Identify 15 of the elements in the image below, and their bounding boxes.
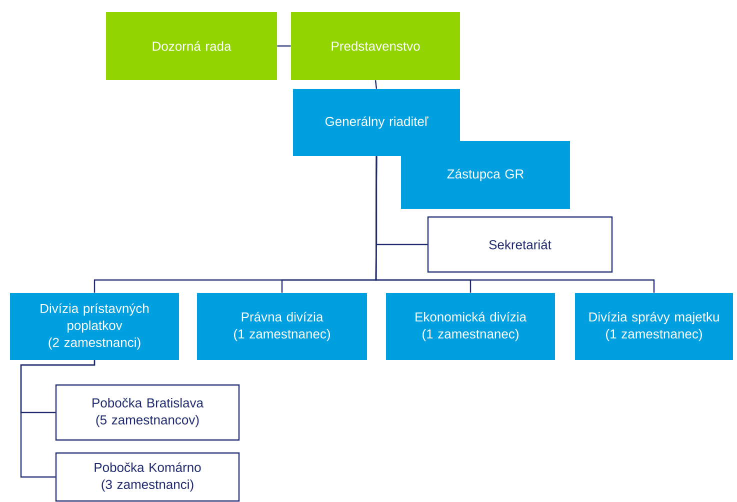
office-box: Sekretariát [427, 216, 613, 273]
connector-line [277, 45, 291, 47]
branch-box: Pobočka Bratislava (5 zamestnancov) [55, 384, 240, 441]
connector-line [374, 80, 378, 89]
director-box: Generálny riaditeľ [293, 88, 460, 156]
connector-line [375, 156, 655, 293]
division-box: Divízia prístavných poplatkov (2 zamestnanci) [10, 292, 179, 360]
division-box: Divízia správy majetku (1 zamestnanec) [575, 292, 733, 360]
division-box: Právna divízia (1 zamestnanec) [197, 292, 367, 360]
board-box: Predstavenstvo [291, 12, 460, 80]
branch-box: Pobočka Komárno (3 zamestnanci) [55, 452, 240, 502]
board-box: Dozorná rada [106, 12, 277, 80]
division-box: Ekonomická divízia (1 zamestnanec) [386, 292, 555, 360]
deputy-box: Zástupca GR [401, 141, 570, 209]
connector-line [20, 360, 96, 478]
